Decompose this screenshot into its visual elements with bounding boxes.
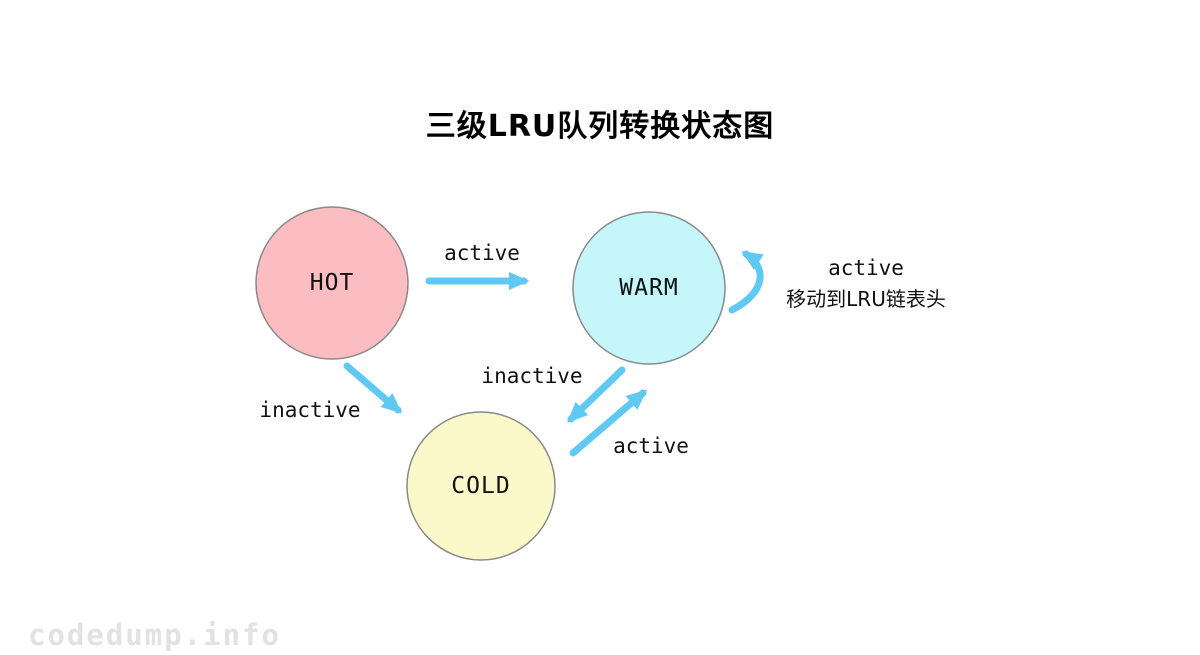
self-loop-label-line1: active [828,256,904,280]
edge-hot-to-cold-arrow [343,362,403,414]
watermark: codedump.info [28,618,281,652]
edge-warm-self-loop-label: active 移动到LRU链表头 [786,256,946,312]
edge-hot-to-cold-label: inactive [259,398,361,422]
node-hot-label: HOT [309,270,355,296]
node-cold-label: COLD [451,473,511,499]
edge-hot-to-warm-label: active [444,241,520,265]
edge-cold-to-warm-arrow [569,389,648,457]
node-hot [255,206,409,360]
edge-warm-self-loop-arrow [728,250,764,314]
edge-cold-to-warm-label: active [613,434,689,458]
node-cold [406,411,556,561]
edge-warm-to-cold-label: inactive [481,364,583,388]
page-title: 三级LRU队列转换状态图 [425,109,775,144]
node-warm-label: WARM [619,275,679,301]
node-warm [572,211,726,365]
self-loop-label-line2: 移动到LRU链表头 [786,287,946,311]
edge-warm-to-cold-arrow [567,366,626,423]
